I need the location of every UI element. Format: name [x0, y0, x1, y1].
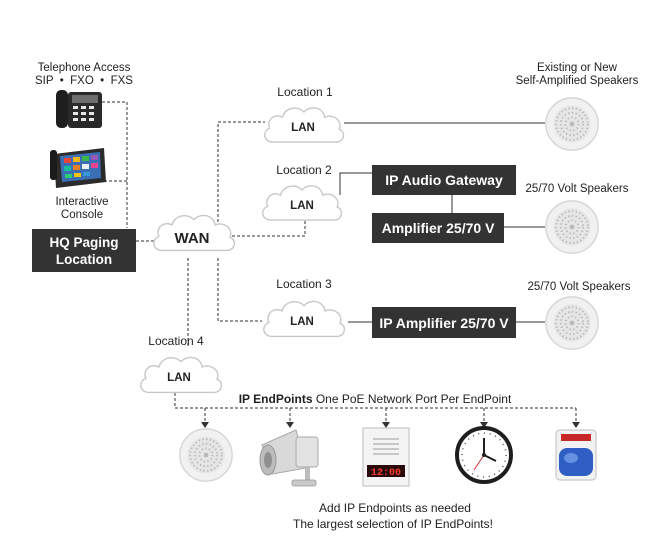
- hq-label-line2: Location: [56, 252, 112, 267]
- strobe-light-icon: [555, 429, 597, 481]
- ceiling-speaker-endpoint-icon: [178, 427, 234, 483]
- telephone-protocols: SIP • FXO • FXS: [35, 75, 133, 87]
- ip-amplifier-label: IP Amplifier 25/70 V: [379, 315, 509, 331]
- ip-amplifier-box: [372, 307, 516, 338]
- connection-lines: [102, 101, 577, 424]
- location-1-lan: LAN: [291, 122, 315, 134]
- clock-display-digits: 12:00: [371, 468, 401, 479]
- endpoints-heading-rest: One PoE Network Port Per EndPoint: [313, 392, 512, 406]
- amplifier-box: [372, 213, 504, 243]
- ip-audio-gateway-box: [372, 165, 516, 195]
- location-4-title: Location 4: [148, 334, 204, 348]
- footer-line2: The largest selection of IP EndPoints!: [293, 517, 493, 531]
- speaker-top-label-line2: Self-Amplified Speakers: [516, 75, 639, 87]
- wan-loc3-link: [217, 258, 262, 322]
- location-2-title: Location 2: [276, 163, 332, 177]
- self-amplified-speaker-icon: [544, 96, 600, 152]
- console-label-line1: Interactive: [55, 196, 108, 208]
- wan-label: WAN: [175, 230, 210, 247]
- endpoints-heading: IP EndPoints One PoE Network Port Per En…: [239, 392, 512, 406]
- location-2-lan: LAN: [290, 200, 314, 212]
- arrowheads: [201, 422, 580, 428]
- telephone-title: Telephone Access: [38, 62, 131, 74]
- hq-label-line1: HQ Paging: [49, 235, 118, 250]
- volt-speaker-icon-1: [544, 199, 600, 255]
- location-3-title: Location 3: [276, 277, 332, 291]
- wan-loc2-link: [232, 220, 306, 237]
- console-icon: [50, 148, 106, 188]
- speaker-top-label-line1: Existing or New: [537, 62, 618, 74]
- telephone-icon: [56, 90, 102, 128]
- speaker-bottom-label: 25/70 Volt Speakers: [528, 281, 631, 293]
- amplifier-label: Amplifier 25/70 V: [382, 220, 495, 236]
- location-3-lan: LAN: [290, 316, 314, 328]
- wall-clock-icon: [455, 426, 513, 484]
- loc2-gateway-link: [339, 172, 372, 195]
- phone-link: [102, 101, 128, 228]
- location-1-title: Location 1: [277, 85, 333, 99]
- console-label-line2: Console: [61, 209, 103, 221]
- location-4-lan: LAN: [167, 372, 191, 384]
- footer-line1: Add IP Endpoints as needed: [319, 501, 471, 515]
- speaker-mid-label: 25/70 Volt Speakers: [526, 183, 629, 195]
- hq-paging-box: [32, 229, 136, 272]
- horn-speaker-icon: [259, 429, 319, 487]
- volt-speaker-icon-2: [544, 295, 600, 351]
- endpoints-heading-bold: IP EndPoints: [239, 392, 313, 406]
- clock-display-endpoint-icon: 12:00: [362, 427, 410, 487]
- endpoint-bus: [174, 388, 576, 409]
- ip-audio-gateway-label: IP Audio Gateway: [385, 172, 503, 188]
- wan-loc1-link: [217, 121, 265, 222]
